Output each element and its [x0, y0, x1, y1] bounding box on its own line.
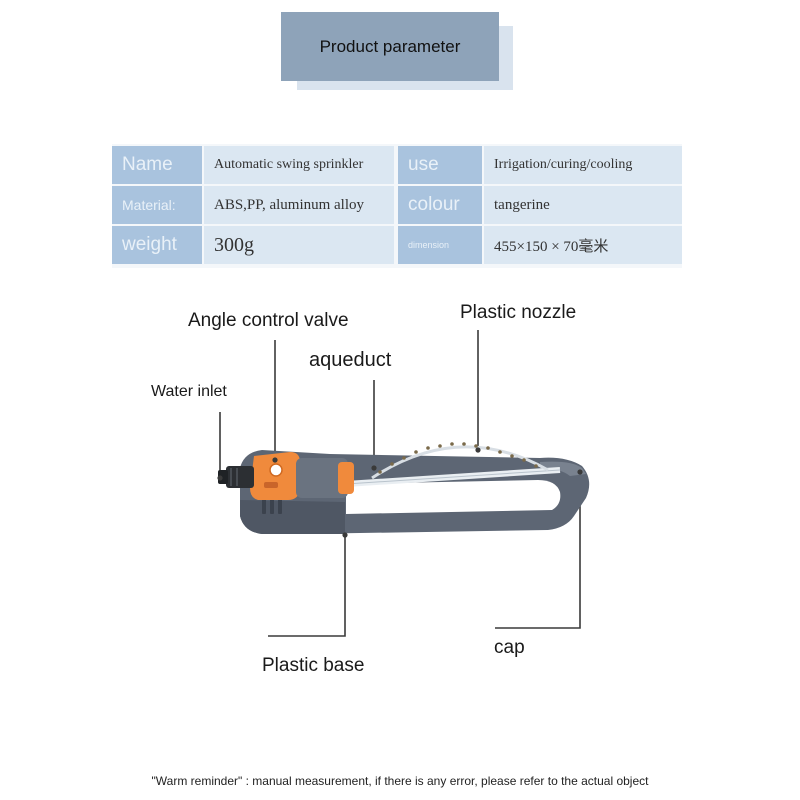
callout-water-inlet: Water inlet	[151, 383, 227, 400]
label-material: Material:	[112, 186, 202, 224]
nozzle-arc	[371, 442, 549, 480]
callout-cap: cap	[494, 637, 525, 658]
label-use: use	[398, 146, 482, 184]
label-weight: weight	[112, 226, 202, 264]
header-banner: Product parameter	[281, 12, 499, 81]
label-dimension: dimension	[398, 226, 482, 264]
callout-aqueduct: aqueduct	[309, 349, 392, 371]
value-material: ABS,PP, aluminum alloy	[204, 186, 394, 224]
label-colour: colour	[398, 186, 482, 224]
warm-reminder-footnote: "Warm reminder" : manual measurement, if…	[151, 774, 649, 788]
leader-cap	[495, 470, 581, 629]
value-colour: tangerine	[484, 186, 682, 224]
value-dimension: 455×150 × 70毫米	[484, 226, 682, 264]
callout-plastic-base: Plastic base	[262, 655, 365, 676]
angle-control-valve	[250, 452, 354, 500]
value-name: Automatic swing sprinkler	[204, 146, 394, 184]
callout-angle-control-valve: Angle control valve	[188, 310, 349, 331]
value-weight: 300g	[204, 226, 394, 264]
value-use: Irrigation/curing/cooling	[484, 146, 682, 184]
parameter-table: Name Automatic swing sprinkler use Irrig…	[112, 144, 682, 268]
callout-plastic-nozzle: Plastic nozzle	[460, 302, 577, 323]
page-title: Product parameter	[319, 36, 461, 56]
label-name: Name	[112, 146, 202, 184]
water-inlet-connector	[218, 466, 254, 488]
leader-base	[268, 535, 346, 637]
